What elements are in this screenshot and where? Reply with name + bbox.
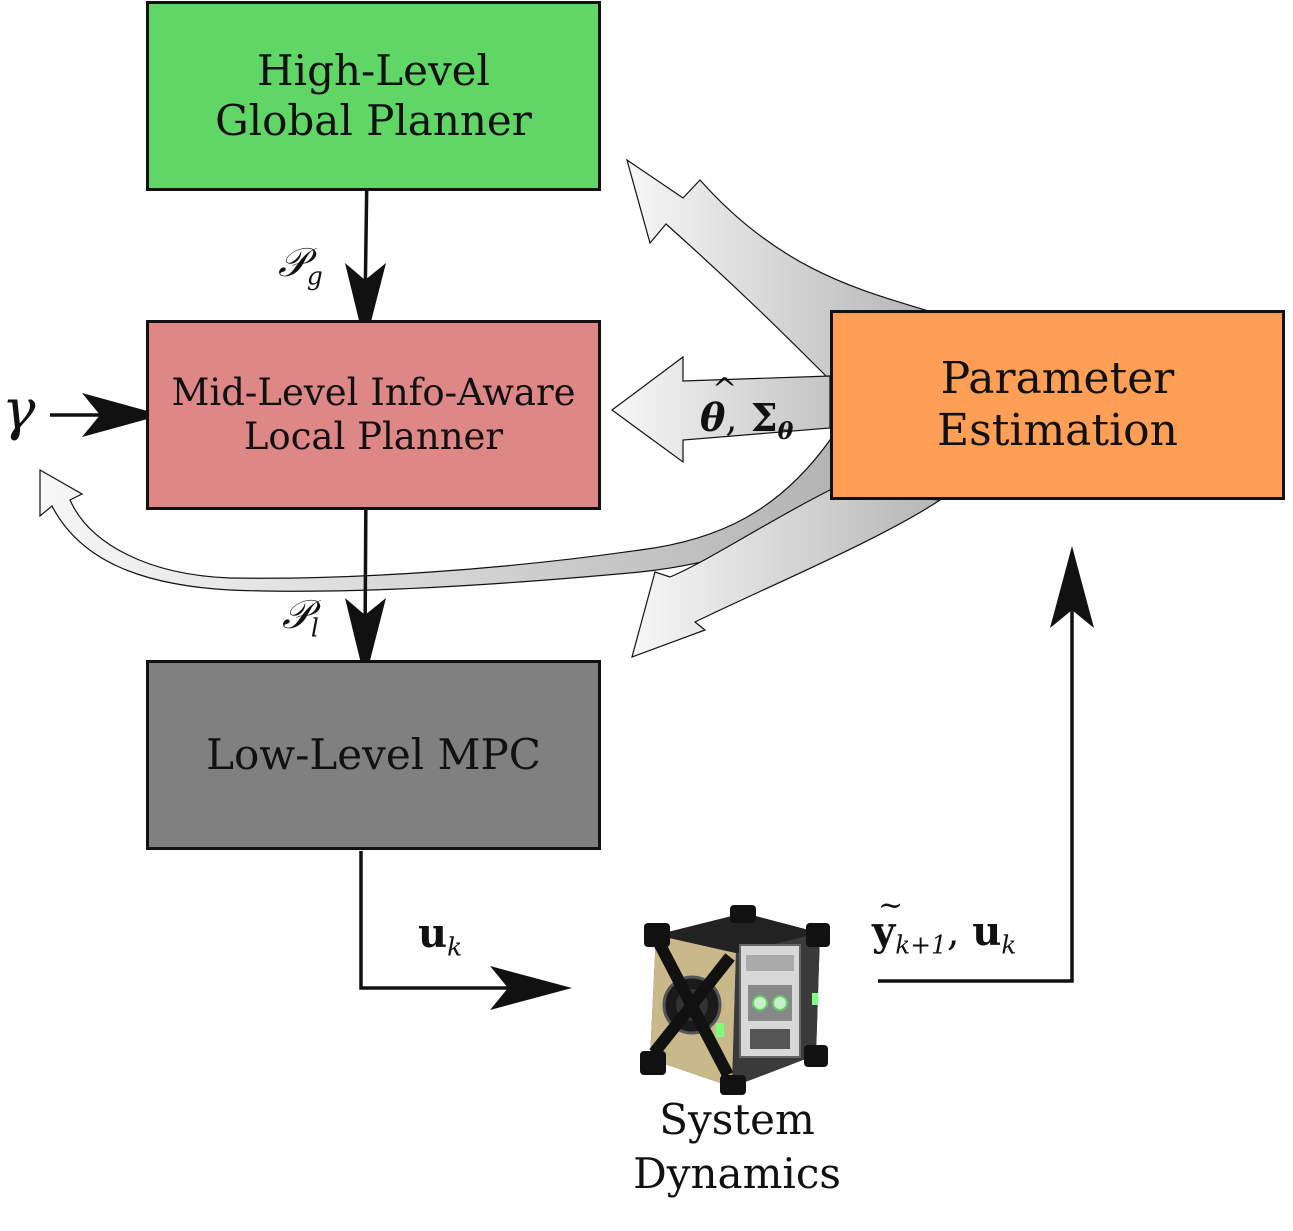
control-subscript: k: [447, 932, 463, 962]
global-path-label: 𝒫g: [278, 240, 323, 291]
parameter-estimation-line1: Parameter: [940, 353, 1175, 405]
gamma-label: γ: [2, 378, 35, 443]
system-label-line1: System: [659, 1095, 815, 1144]
measurement-label: yk+1, uk: [872, 908, 1016, 960]
system-label-line2: Dynamics: [633, 1148, 841, 1198]
measurement-y-subscript: k+1: [895, 930, 947, 960]
global-path-subscript: g: [306, 261, 323, 291]
parameter-estimation-block: Parameter Estimation: [830, 310, 1285, 500]
high-level-line1: High-Level: [257, 46, 490, 96]
measurement-u-subscript: k: [1001, 930, 1017, 960]
feedback-arrow-to-local-planner: [610, 355, 831, 464]
feedback-arrow-to-gamma: [39, 439, 881, 592]
gamma-arrowhead: [82, 393, 162, 437]
local-path-symbol: 𝒫: [282, 592, 311, 638]
estimates-comma: ,: [725, 396, 738, 440]
control-arrowhead: [490, 966, 572, 1010]
global-path-symbol: 𝒫: [278, 240, 307, 286]
measurement-wire: [878, 580, 1074, 983]
control-symbol: u: [418, 910, 448, 957]
measurement-y-symbol: y: [872, 908, 896, 955]
local-path-subscript: l: [310, 613, 319, 643]
low-level-mpc-block: Low-Level MPC: [146, 660, 601, 850]
sigma-subscript: θ: [777, 417, 794, 446]
local-path-arrowhead: [345, 598, 386, 680]
theta-hat-accent: ^: [712, 372, 738, 407]
theta-hat-symbol: θ: [700, 395, 726, 440]
measurement-arrowhead: [1050, 546, 1094, 628]
parameter-estimation-line2: Estimation: [937, 405, 1178, 456]
global-path-arrowhead: [345, 263, 386, 345]
estimates-label: θ, Σθ: [700, 395, 793, 445]
high-level-line2: Global Planner: [215, 96, 532, 145]
high-level-global-planner-block: High-Level Global Planner: [146, 1, 601, 191]
measurement-comma: ,: [946, 909, 960, 955]
control-wire: [359, 851, 530, 990]
y-tilde-accent: ~: [878, 888, 904, 923]
mid-level-local-planner-block: Mid-Level Info-Aware Local Planner: [146, 320, 601, 510]
robot-icon: [640, 905, 830, 1095]
low-level-line1: Low-Level MPC: [206, 730, 541, 780]
measurement-u-symbol: u: [972, 908, 1002, 955]
mid-level-line2: Local Planner: [243, 415, 504, 458]
sigma-symbol: Σ: [750, 395, 778, 440]
system-dynamics-label: System Dynamics: [612, 1093, 862, 1201]
mid-level-line1: Mid-Level Info-Aware: [171, 371, 576, 415]
feedback-arrow-to-mpc: [631, 489, 942, 658]
local-path-label: 𝒫l: [282, 592, 319, 643]
gamma-symbol: γ: [2, 378, 36, 443]
control-label: uk: [418, 910, 462, 962]
